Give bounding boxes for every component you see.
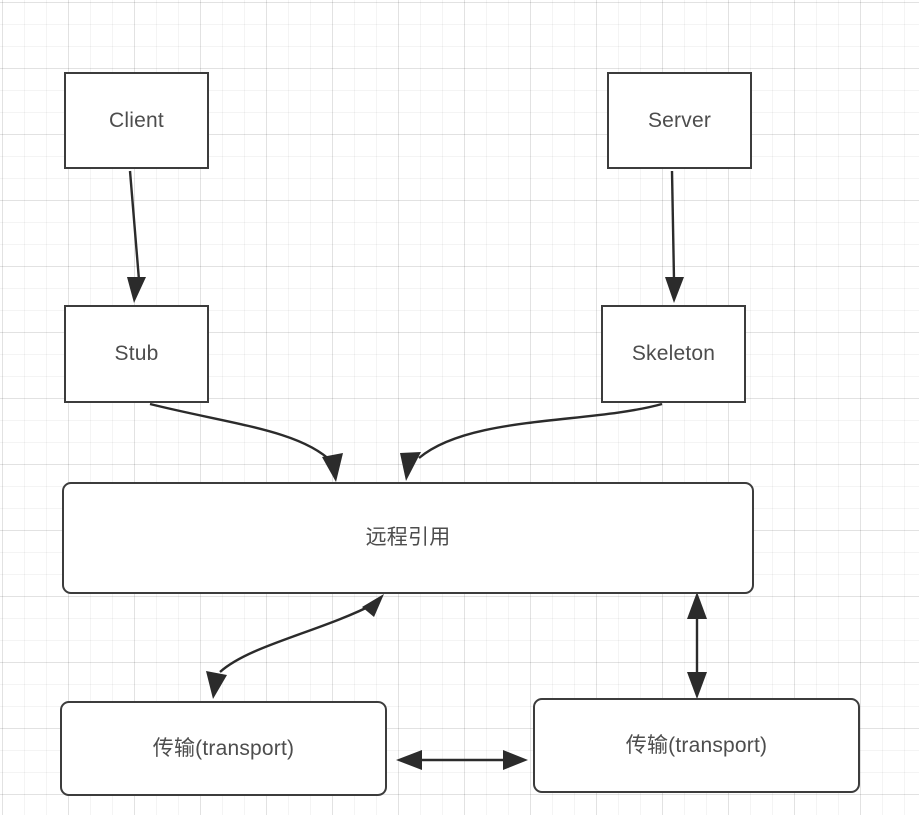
- node-remote-reference[interactable]: 远程引用: [62, 482, 754, 594]
- edge-remote-ref-transport-right[interactable]: [687, 592, 707, 699]
- edge-stub-to-remote-ref[interactable]: [149, 402, 343, 482]
- node-transport-right-label: 传输(transport): [625, 733, 768, 757]
- arrow-head-down: [400, 452, 421, 481]
- edge-skeleton-to-remote-ref[interactable]: [400, 402, 663, 481]
- arrow-head-up-right: [362, 594, 384, 617]
- node-transport-left-label: 传输(transport): [152, 736, 295, 760]
- arrow-head-down-left: [206, 671, 227, 699]
- arrow-head-down: [322, 453, 343, 482]
- arrow-head-up: [687, 592, 707, 619]
- node-skeleton-label: Skeleton: [631, 342, 716, 366]
- arrow-head-down: [687, 672, 707, 699]
- edge-line: [670, 170, 676, 281]
- node-remote-reference-label: 远程引用: [365, 526, 451, 550]
- node-client-label: Client: [109, 108, 164, 132]
- edge-transport-left-to-right[interactable]: [396, 750, 528, 770]
- edge-client-to-stub[interactable]: [127, 170, 146, 303]
- arrow-head-down: [127, 277, 146, 303]
- arrow-head-down: [665, 277, 684, 303]
- arrow-head-right: [503, 750, 528, 770]
- node-server-label: Server: [647, 108, 712, 132]
- edge-server-to-skeleton[interactable]: [665, 170, 684, 303]
- edge-line: [219, 601, 377, 673]
- arrow-head-left: [396, 750, 422, 770]
- edge-remote-ref-transport-left[interactable]: [206, 594, 384, 699]
- node-transport-left[interactable]: 传输(transport): [60, 701, 387, 796]
- node-client[interactable]: Client: [64, 72, 209, 169]
- node-stub-label: Stub: [114, 342, 159, 366]
- node-stub[interactable]: Stub: [64, 305, 209, 403]
- node-skeleton[interactable]: Skeleton: [601, 305, 746, 403]
- edge-line: [128, 170, 141, 281]
- node-server[interactable]: Server: [607, 72, 752, 169]
- edge-line: [149, 402, 333, 463]
- node-transport-right[interactable]: 传输(transport): [533, 698, 860, 793]
- edge-line: [418, 402, 663, 459]
